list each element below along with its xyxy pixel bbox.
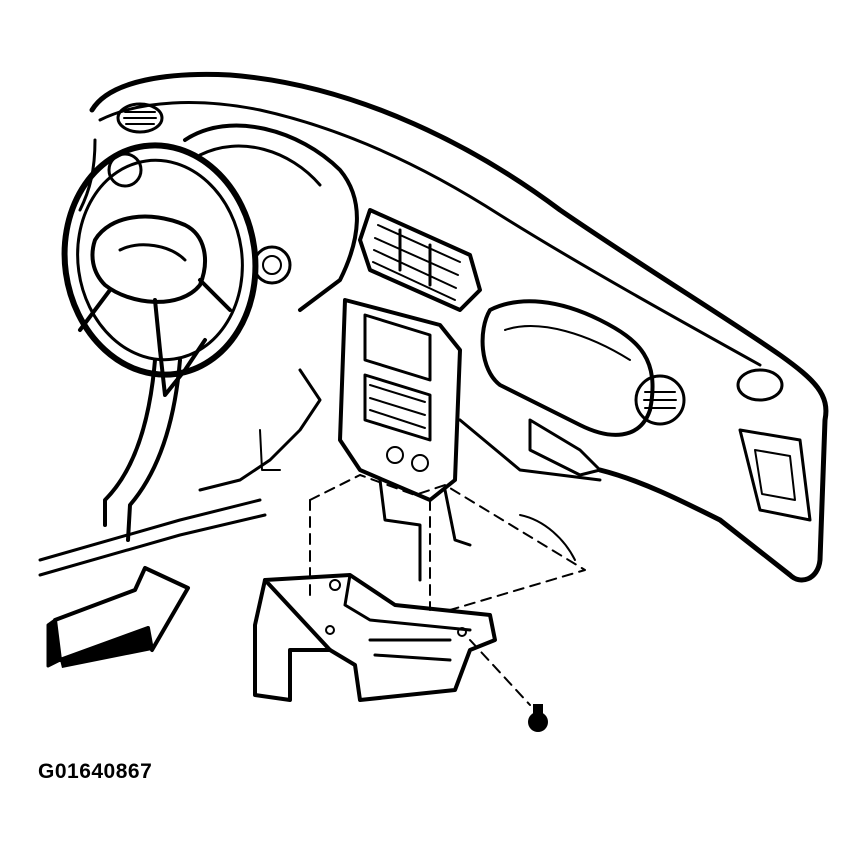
bolt-icon [528,704,548,732]
bracket-assembly [253,474,586,706]
figure-id-label: G01640867 [38,760,153,783]
instrument-panel [78,71,829,583]
floor-and-pillar [38,358,281,577]
arrow-right-icon [46,566,190,668]
steering-wheel [61,142,259,397]
